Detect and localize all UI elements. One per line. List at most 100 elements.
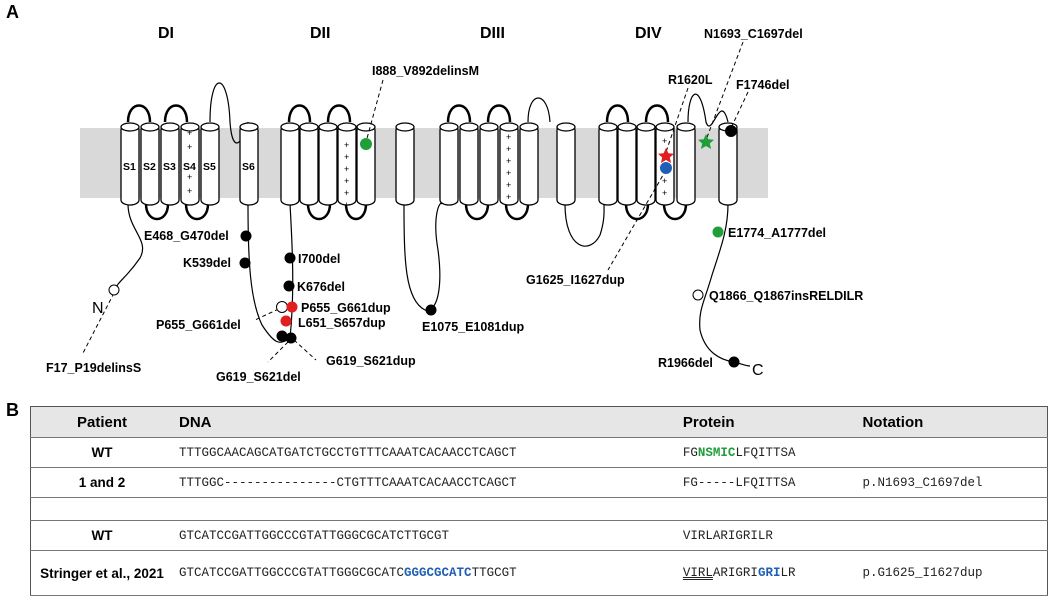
segment-dii-s5 [356, 122, 376, 206]
n-terminus-label: N [92, 300, 104, 317]
svg-text:+: + [344, 176, 349, 186]
segment-diii-s3 [479, 122, 499, 206]
marker-g1625 [660, 162, 672, 174]
segment-dii-s1 [280, 122, 300, 206]
marker-e1075 [425, 304, 437, 316]
protein-middle: ARIGRI [712, 566, 758, 580]
svg-text:+: + [662, 188, 667, 198]
variant-label-i888: I888_V892delinsM [372, 64, 479, 78]
marker-i700 [284, 252, 296, 264]
segment-di-s2 [140, 122, 160, 206]
svg-text:+: + [344, 140, 349, 150]
domain-label-4: DIV [635, 25, 662, 42]
variant-label-r1966: R1966del [658, 356, 713, 370]
table-row: WT GTCATCCGATTGGCCCGTATTGGGCGCATCTTGCGT … [30, 520, 1048, 551]
segment-di-s1 [120, 122, 140, 206]
protein-underlined-segment: VIRL [682, 566, 713, 580]
header-patient: Patient [30, 406, 173, 438]
dna-suffix: TTGCGT [471, 566, 517, 580]
variant-label-i700: I700del [298, 252, 340, 266]
marker-r1620l-star [658, 148, 674, 163]
segment-label-s5: S5 [203, 161, 216, 173]
notation-cell [856, 437, 1048, 468]
marker-g619-dup [285, 332, 297, 344]
dna-cell: GTCATCCGATTGGCCCGTATTGGGCGCATCGGGCGCATCT… [173, 550, 677, 596]
patient-cell: WT [30, 520, 173, 551]
patient-cell: 1 and 2 [30, 467, 173, 498]
variant-label-g619-dup: G619_S621dup [326, 354, 416, 368]
patient-cell: Stringer et al., 2021 [30, 550, 173, 596]
protein-cell: VIRLARIGRIGRILR [676, 550, 857, 596]
leader-lines [81, 41, 749, 363]
marker-k676 [283, 280, 295, 292]
variant-label-e468: E468_G470del [144, 229, 229, 243]
variant-label-e1774: E1774_A1777del [728, 226, 826, 240]
marker-g619-del [276, 330, 288, 342]
svg-text:+: + [344, 152, 349, 162]
c-terminus-label: C [752, 362, 764, 379]
marker-e468 [240, 230, 252, 242]
segment-dii-s6 [395, 122, 415, 206]
segment-diii-s1 [439, 122, 459, 206]
variant-label-f1746: F1746del [736, 78, 790, 92]
variant-label-q1866: Q1866_Q1867insRELDILR [709, 289, 863, 303]
svg-text:+: + [506, 156, 511, 166]
panel-b-letter: B [6, 400, 19, 420]
domain-label-3: DIII [480, 25, 505, 42]
domain-label-2: DII [310, 25, 330, 42]
segment-di-s5 [200, 122, 220, 206]
variant-label-f17: F17_P19delinsS [46, 361, 141, 375]
svg-text:+: + [187, 128, 192, 138]
variant-label-e1075: E1075_E1081dup [422, 320, 525, 334]
segment-div-s1 [598, 122, 618, 206]
segment-div-s3 [636, 122, 656, 206]
dna-cell: GTCATCCGATTGGCCCGTATTGGGCGCATCTTGCGT [173, 520, 677, 551]
variant-label-g1625: G1625_I1627dup [526, 273, 625, 287]
segment-label-s6: S6 [242, 161, 255, 173]
segment-div-s2 [617, 122, 637, 206]
segment-dii-s3 [318, 122, 338, 206]
svg-text:+: + [344, 164, 349, 174]
protein-cell: FG-----LFQITTSA [676, 467, 857, 498]
segment-di-s3 [160, 122, 180, 206]
segment-diii-s5 [519, 122, 539, 206]
header-protein: Protein [676, 406, 857, 438]
marker-n1693-star [698, 134, 714, 149]
segment-diii-s6 [556, 122, 576, 206]
variant-label-n1693: N1693_C1697del [704, 27, 803, 41]
connecting-loops [113, 82, 751, 367]
table-row: Stringer et al., 2021 GTCATCCGATTGGCCCGT… [30, 550, 1048, 596]
panel-a-letter: A [6, 2, 19, 22]
svg-text:+: + [662, 176, 667, 186]
protein-cell: FGNSMICLFQITTSA [676, 437, 857, 468]
marker-p655-del [276, 301, 288, 313]
variant-markers [108, 125, 740, 368]
dna-duplicated-bases: GGGCGCATC [404, 566, 472, 580]
svg-text:+: + [506, 144, 511, 154]
notation-cell: p.N1693_C1697del [856, 467, 1048, 498]
marker-p655-dup [286, 301, 298, 313]
protein-deleted-residues: NSMIC [697, 445, 736, 460]
svg-text:+: + [187, 172, 192, 182]
marker-k539 [239, 257, 251, 269]
protein-suffix: LFQITTSA [735, 445, 796, 460]
segment-label-s2: S2 [143, 161, 156, 173]
header-notation: Notation [856, 406, 1048, 438]
notation-cell: p.G1625_I1627dup [856, 550, 1048, 596]
segment-label-s3: S3 [163, 161, 176, 173]
svg-text:+: + [344, 188, 349, 198]
table-row: 1 and 2 TTTGGC---------------CTGTTTCAAAT… [30, 467, 1048, 498]
segment-label-s4: S4 [183, 161, 196, 173]
protein-cell: VIRLARIGRILR [676, 520, 857, 551]
table-row: WT TTTGGCAACAGCATGATCTGCCTGTTTCAAATCACAA… [30, 437, 1048, 468]
variant-label-k676: K676del [297, 280, 345, 294]
segment-di-s6 [239, 122, 259, 206]
svg-text:+: + [506, 180, 511, 190]
svg-text:+: + [506, 192, 511, 202]
variant-label-p655-dup: P655_G661dup [301, 301, 391, 315]
svg-text:+: + [506, 168, 511, 178]
segment-diii-s4 [499, 122, 519, 206]
svg-text:+: + [187, 142, 192, 152]
header-dna: DNA [173, 406, 677, 438]
